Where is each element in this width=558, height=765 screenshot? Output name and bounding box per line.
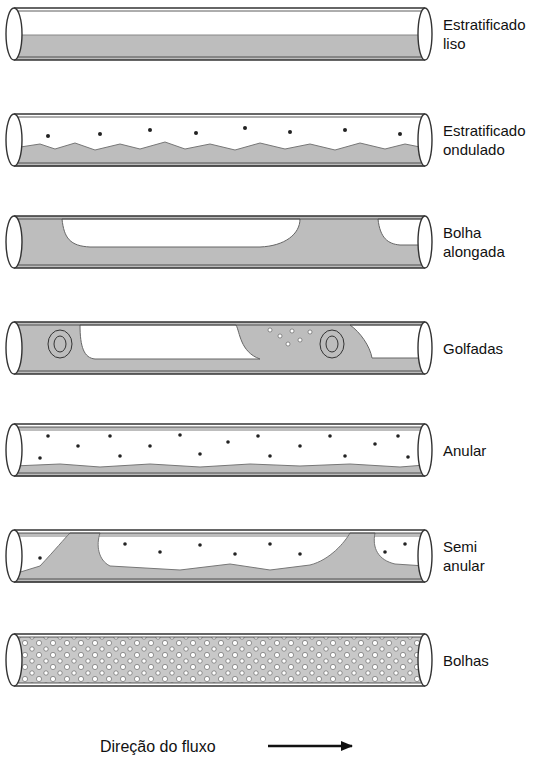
pipe-semi-annular	[6, 530, 432, 582]
pipe-slug	[6, 322, 432, 374]
regime-label: Semi anular	[443, 537, 505, 575]
pipe-stratified-smooth	[6, 8, 432, 60]
pipe-stratified-wavy	[6, 114, 432, 166]
regime-label: Golfadas	[443, 339, 503, 358]
regime-label: Estratificado liso	[443, 15, 551, 53]
regime-label: Estratificado ondulado	[443, 121, 551, 159]
flow-arrow	[268, 745, 352, 748]
pipe-annular	[6, 424, 432, 476]
pipe-bubbly	[6, 634, 432, 686]
regime-label: Bolha alongada	[443, 223, 515, 261]
flow-direction-label: Direção do fluxo	[100, 737, 216, 756]
pipe-elongated-bubble	[6, 216, 432, 268]
regime-label: Bolhas	[443, 651, 489, 670]
regime-label: Anular	[443, 441, 486, 460]
